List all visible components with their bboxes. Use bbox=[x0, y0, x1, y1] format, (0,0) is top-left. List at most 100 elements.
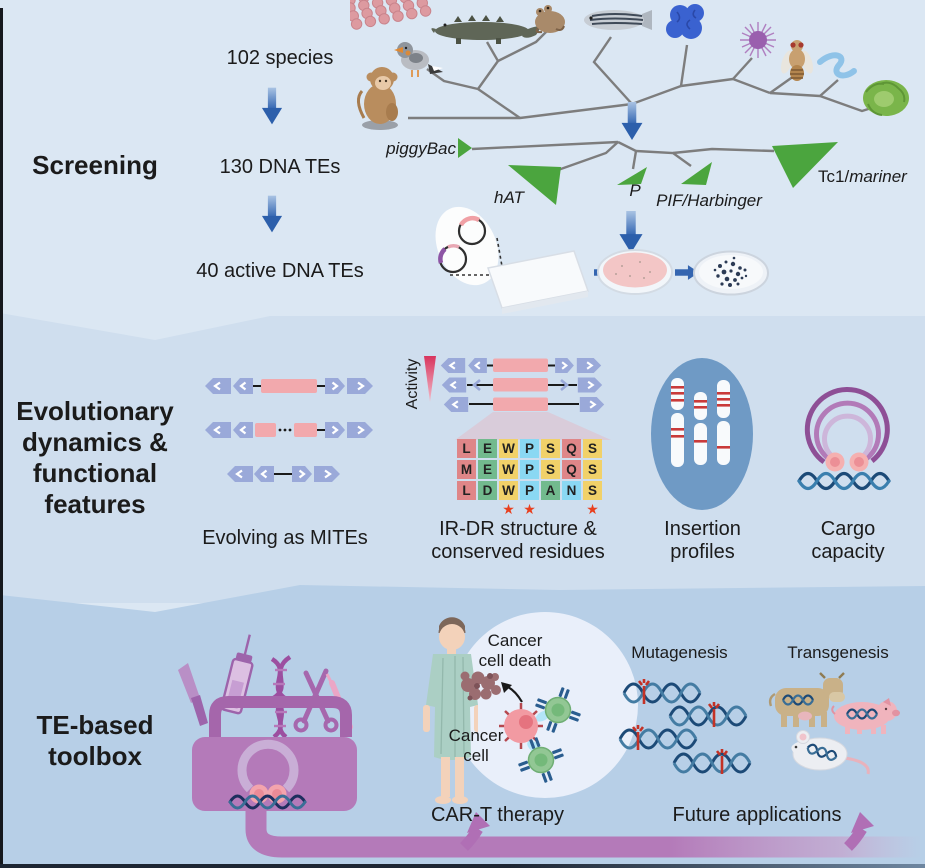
toolbox-body bbox=[192, 737, 357, 811]
aa-cell: E bbox=[478, 439, 497, 458]
p-triangle-icon bbox=[617, 167, 647, 185]
mutated-dna-icon bbox=[622, 679, 702, 704]
mouse-icon bbox=[791, 730, 870, 775]
dna-helix-icon bbox=[797, 471, 891, 491]
colony-dish-icon bbox=[693, 250, 769, 296]
mutated-dna-icon bbox=[672, 749, 752, 774]
family-label-p: P bbox=[629, 181, 641, 200]
dna-helix-icon bbox=[228, 794, 307, 810]
zebra-finch-icon bbox=[394, 42, 443, 77]
family-label-tc1-mariner: Tc1/mariner bbox=[818, 167, 907, 186]
aa-cell: M bbox=[457, 460, 476, 479]
cow-icon bbox=[768, 672, 845, 727]
aa-cell: S bbox=[583, 460, 602, 479]
aa-cell: D bbox=[478, 481, 497, 500]
conserved-residue-star-icon: ★ bbox=[502, 501, 515, 517]
frog-icon bbox=[535, 5, 565, 34]
step-130-dna-tes: 130 DNA TEs bbox=[219, 156, 341, 178]
mite-evolution-illustration bbox=[205, 378, 373, 482]
fruit-fly-icon bbox=[780, 40, 814, 81]
caption-insertion-profiles: Insertion profiles bbox=[664, 518, 741, 563]
toolbox-illustration bbox=[178, 634, 922, 858]
transposon-ring-icon bbox=[237, 739, 299, 793]
aa-cell: W bbox=[499, 460, 518, 479]
down-arrow-icon bbox=[261, 87, 283, 125]
caption-cargo-capacity: Cargo capacity bbox=[811, 518, 885, 563]
phylogenetic-tree-illustration bbox=[350, 0, 909, 314]
branch-arrow-icon bbox=[460, 812, 490, 851]
evolution-section-label: Evolutionary dynamics & functional featu… bbox=[16, 396, 174, 519]
down-arrow-icon bbox=[619, 211, 643, 253]
mutagenesis-label: Mutagenesis bbox=[631, 643, 728, 662]
culture-dish-icon bbox=[597, 249, 673, 295]
cancer-cell-death-label: Cancer cell death bbox=[478, 631, 552, 670]
aa-cell: P bbox=[520, 481, 539, 500]
activity-wedge-icon bbox=[424, 356, 436, 402]
step-102-species: 102 species bbox=[226, 47, 334, 69]
aa-cell: Q bbox=[562, 460, 581, 479]
caption-evolving-as-mites: Evolving as MITEs bbox=[202, 527, 368, 549]
death-arrow-icon bbox=[501, 682, 523, 703]
toolbox-section-label: TE-based toolbox bbox=[36, 710, 154, 771]
aa-cell: E bbox=[478, 460, 497, 479]
bottom-border bbox=[0, 864, 925, 868]
aa-cell: L bbox=[457, 481, 476, 500]
caption-cart-therapy: CAR-T therapy bbox=[430, 804, 564, 826]
transgenic-animals-illustration bbox=[768, 672, 900, 775]
caption-future-applications: Future applications bbox=[672, 804, 842, 826]
aa-cell: S bbox=[541, 439, 560, 458]
screening-section-label: Screening bbox=[32, 150, 158, 180]
left-border bbox=[0, 8, 3, 868]
step-40-active-dna-tes: 40 active DNA TEs bbox=[196, 260, 364, 282]
coral-icon bbox=[666, 4, 704, 39]
cancer-cell-label: Cancer cell bbox=[448, 726, 504, 765]
caption-irdr: IR-DR structure & conserved residues bbox=[431, 518, 605, 563]
zebrafish-icon bbox=[584, 10, 652, 30]
patient-illustration bbox=[423, 617, 478, 804]
aa-cell: W bbox=[499, 481, 518, 500]
multiwell-plate-icon bbox=[350, 0, 589, 314]
cart-cell-icon bbox=[534, 686, 582, 734]
pif-triangle-icon bbox=[681, 162, 712, 185]
cart-cells-illustration bbox=[460, 671, 582, 784]
hat-triangle-icon bbox=[508, 165, 561, 205]
family-label-piggybac: piggyBac bbox=[386, 139, 456, 158]
down-arrow-icon bbox=[621, 102, 643, 140]
aa-cell: S bbox=[541, 460, 560, 479]
aa-cell: N bbox=[562, 481, 581, 500]
aa-cell: P bbox=[520, 439, 539, 458]
te-family-tree-branches bbox=[471, 140, 775, 172]
aa-cell: S bbox=[583, 439, 602, 458]
conserved-residue-star-icon: ★ bbox=[523, 501, 536, 517]
pig-icon bbox=[831, 698, 900, 734]
mutated-dna-icon bbox=[668, 702, 748, 727]
tc1-mariner-triangle-icon bbox=[772, 142, 838, 188]
cancer-cell-icon bbox=[499, 703, 543, 749]
crocodile-icon bbox=[431, 15, 540, 44]
lettuce-icon bbox=[863, 80, 909, 116]
transgenesis-label: Transgenesis bbox=[787, 643, 889, 662]
branch-arrow-icon bbox=[844, 812, 874, 851]
conserved-residue-star-icon: ★ bbox=[586, 501, 599, 517]
aa-cell: S bbox=[583, 481, 602, 500]
aa-cell: W bbox=[499, 439, 518, 458]
scalpel-icon bbox=[178, 663, 208, 726]
aa-cell: P bbox=[520, 460, 539, 479]
aa-cell: Q bbox=[562, 439, 581, 458]
toolbox-handle bbox=[209, 696, 352, 737]
plasmids-icon bbox=[435, 206, 504, 286]
down-arrow-icon bbox=[261, 195, 283, 233]
dead-cancer-cells-icon bbox=[460, 671, 501, 701]
alignment-callout-shape bbox=[455, 412, 611, 440]
aa-stars: ★ ★ ★ bbox=[457, 501, 602, 519]
irdr-structure-illustration bbox=[424, 356, 611, 440]
family-label-hat: hAT bbox=[494, 188, 524, 207]
piggybac-triangle-icon bbox=[458, 138, 472, 158]
cart-cell-icon bbox=[517, 736, 565, 784]
insertion-profiles-illustration bbox=[651, 358, 753, 510]
species-tree-branches bbox=[408, 29, 885, 120]
monkey-icon bbox=[357, 67, 398, 130]
aa-cell: A bbox=[541, 481, 560, 500]
